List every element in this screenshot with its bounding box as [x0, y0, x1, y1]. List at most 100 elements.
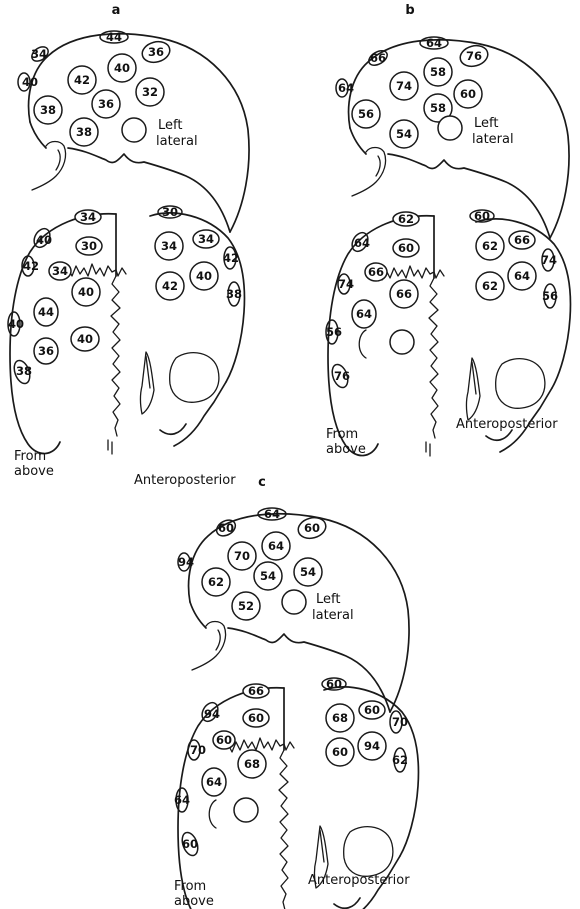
electrode-rim: 70 [188, 740, 206, 760]
svg-text:68: 68 [332, 711, 348, 725]
svg-text:60: 60 [248, 711, 264, 725]
panel-a-label: a [112, 3, 121, 18]
electrode-rim: 76 [329, 362, 350, 389]
electrode: 34 [193, 230, 219, 248]
svg-text:60: 60 [364, 703, 380, 717]
panel-b-anteroposterior-view: 60 62 66 74 62 64 56 Anteroposterior [456, 209, 570, 452]
electrode-rim: 64 [420, 36, 448, 50]
svg-text:34: 34 [198, 232, 214, 246]
svg-text:40: 40 [36, 233, 52, 247]
electrode-rim: 42 [22, 256, 39, 276]
svg-text:66: 66 [248, 684, 264, 698]
svg-text:42: 42 [162, 279, 178, 293]
electrode-rim: 70 [390, 711, 408, 733]
empty-electrode-rim [209, 800, 216, 828]
svg-text:58: 58 [430, 101, 446, 115]
svg-text:36: 36 [148, 45, 164, 59]
svg-text:54: 54 [396, 127, 412, 141]
electrode-rim: 60 [179, 830, 200, 857]
empty-electrode [390, 330, 414, 354]
from-above-label-line1: From [326, 427, 358, 442]
panel-a-anteroposterior-view: 30 34 34 42 40 42 38 Anteroposterior [134, 205, 244, 488]
electrode-rim: 56 [542, 284, 558, 308]
svg-text:60: 60 [332, 745, 348, 759]
svg-text:56: 56 [326, 325, 342, 339]
svg-text:34: 34 [161, 239, 177, 253]
electrode-rim: 44 [100, 30, 128, 44]
electrode: 68 [238, 750, 266, 778]
svg-text:94: 94 [364, 739, 380, 753]
electrode: 66 [365, 263, 387, 281]
svg-text:44: 44 [38, 305, 54, 319]
electrode: 44 [34, 298, 58, 326]
svg-text:54: 54 [300, 565, 316, 579]
svg-text:30: 30 [81, 239, 97, 253]
electrode: 34 [75, 210, 101, 224]
svg-text:74: 74 [541, 253, 557, 267]
svg-text:56: 56 [542, 289, 558, 303]
svg-text:64: 64 [426, 36, 442, 50]
svg-text:66: 66 [514, 233, 530, 247]
electrode-rim: 74 [541, 249, 557, 271]
svg-text:64: 64 [356, 307, 372, 321]
electrode: 62 [476, 232, 504, 260]
svg-text:60: 60 [304, 521, 320, 535]
svg-text:62: 62 [392, 753, 408, 767]
electrode: 42 [68, 66, 96, 94]
electrode: 32 [136, 78, 164, 106]
electrode: 60 [243, 709, 269, 727]
svg-text:64: 64 [268, 539, 284, 553]
svg-text:66: 66 [396, 287, 412, 301]
svg-text:38: 38 [226, 287, 242, 301]
svg-text:38: 38 [40, 103, 56, 117]
anteroposterior-label: Anteroposterior [308, 873, 410, 888]
electrode: 62 [202, 568, 230, 596]
electrode-rim: 38 [11, 358, 32, 385]
electrode-rim: 40 [18, 73, 38, 91]
svg-text:64: 64 [174, 793, 190, 807]
electrode: 36 [92, 90, 120, 118]
from-above-label-line1: From [14, 449, 46, 464]
anteroposterior-label: Anteroposterior [456, 417, 558, 432]
panel-c-from-above-view: 66 94 60 60 70 64 68 64 60 From above [174, 684, 294, 909]
svg-text:74: 74 [338, 277, 354, 291]
electrode-rim: 34 [29, 44, 51, 64]
panel-c-lateral-view: 64 60 60 94 70 64 54 62 54 52 Left later… [178, 507, 409, 712]
from-above-label-line2: above [14, 464, 54, 479]
svg-text:70: 70 [234, 549, 250, 563]
svg-text:42: 42 [23, 259, 39, 273]
svg-text:42: 42 [74, 73, 90, 87]
electrode: 94 [358, 732, 386, 760]
svg-text:34: 34 [31, 47, 47, 61]
panel-b: b 64 66 76 64 74 58 60 56 58 54 Left lat… [326, 3, 570, 457]
panel-a: a 44 34 36 40 42 40 32 38 36 38 Left lat… [8, 3, 249, 488]
electrode-rim: 74 [338, 274, 354, 294]
electrode-rim: 60 [470, 209, 494, 223]
electrode-rim: 42 [223, 247, 239, 269]
svg-text:40: 40 [22, 75, 38, 89]
electrode: 40 [72, 278, 100, 306]
electrode: 66 [243, 684, 269, 698]
svg-text:64: 64 [514, 269, 530, 283]
lateral-label-line1: Left [158, 118, 182, 133]
panel-b-from-above-view: 62 64 60 66 74 66 64 56 76 From above [326, 212, 444, 457]
lateral-label-line2: lateral [312, 608, 354, 623]
svg-text:70: 70 [190, 743, 206, 757]
svg-text:64: 64 [206, 775, 222, 789]
svg-text:62: 62 [482, 239, 498, 253]
electrode: 38 [34, 96, 62, 124]
electrode: 54 [254, 562, 282, 590]
svg-text:66: 66 [370, 51, 386, 65]
electrode: 62 [476, 272, 504, 300]
electrode-rim: 40 [8, 312, 24, 336]
electrode-rim: 56 [326, 320, 342, 344]
electrode: 30 [76, 237, 102, 255]
svg-text:40: 40 [114, 61, 130, 75]
from-above-label-line1: From [174, 879, 206, 894]
electrode: 36 [140, 39, 172, 66]
svg-text:66: 66 [368, 265, 384, 279]
anteroposterior-label: Anteroposterior [134, 473, 236, 488]
svg-text:76: 76 [466, 49, 482, 63]
svg-text:36: 36 [98, 97, 114, 111]
